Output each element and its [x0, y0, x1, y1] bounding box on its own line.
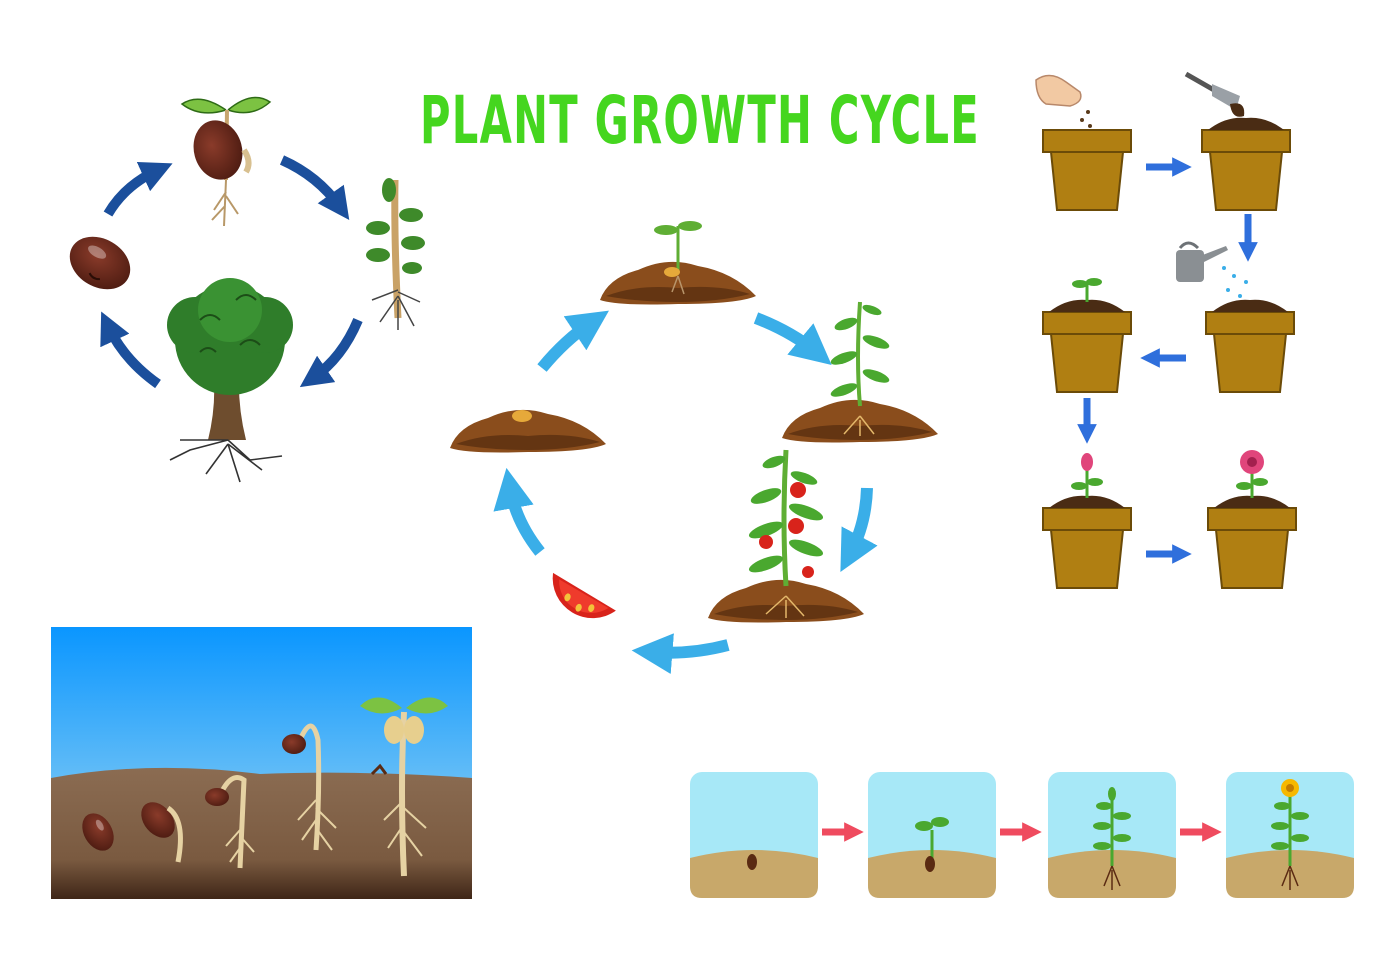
tall-plant-icon [782, 301, 938, 443]
pot-planting-steps [1035, 71, 1297, 589]
sprouting-bean-icon [180, 96, 272, 227]
sprout-panel-icon [868, 772, 996, 898]
page-title: PLANT GROWTH CYCLE [420, 82, 980, 159]
seedling-icon [360, 697, 448, 877]
seed-in-soil-icon [450, 409, 606, 453]
germinating-bean-icon [141, 802, 183, 863]
flowering-panel-icon [1226, 772, 1354, 898]
panel-sequence [690, 772, 1354, 898]
flower-pot-icon [1207, 450, 1297, 589]
cycle-arrow [279, 155, 350, 221]
seedling-pot-icon [1042, 278, 1132, 393]
cycle-arrow [299, 318, 363, 388]
trowel-icon [1184, 71, 1245, 117]
bean-seed-icon [82, 813, 114, 851]
cycle-arrow [840, 487, 878, 573]
cycle-arrow [493, 467, 545, 556]
cycle-arrow [631, 633, 730, 674]
bud-pot-icon [1042, 453, 1132, 589]
cycle-arrow [753, 312, 832, 366]
empty-pot-icon [1042, 129, 1132, 211]
hand-sowing-icon [1035, 74, 1092, 128]
leafy-panel-icon [1048, 772, 1176, 898]
germination-scene [51, 627, 472, 899]
watering-can-icon [1176, 241, 1248, 298]
fruiting-tomato-plant-icon [708, 449, 864, 623]
tomato-slice-icon [552, 572, 616, 619]
cycle-arrow [537, 310, 609, 372]
seed-panel-icon [690, 772, 818, 898]
sprout-in-soil-icon [600, 221, 756, 305]
mature-tree-icon [167, 278, 293, 483]
soil-pot-icon [1201, 117, 1291, 211]
seed-to-tree-cycle [69, 96, 425, 483]
cycle-arrow [103, 162, 173, 217]
seedling-icon [282, 723, 337, 851]
tomato-cycle [450, 221, 938, 674]
young-sapling-icon [366, 178, 425, 330]
sprout-icon [205, 775, 255, 869]
cycle-arrow [100, 311, 161, 389]
watered-pot-icon [1205, 299, 1295, 393]
bean-seed-icon [69, 236, 131, 290]
